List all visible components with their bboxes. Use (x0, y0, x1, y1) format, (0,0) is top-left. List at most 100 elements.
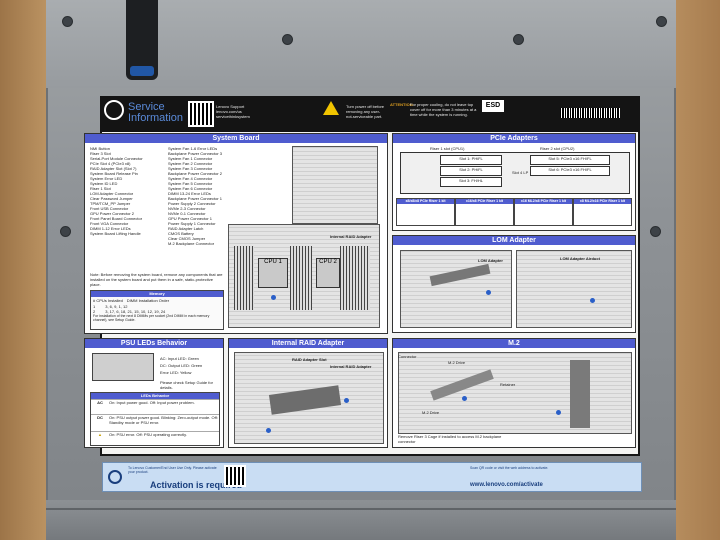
legend-item: Front Panel Board Connector (90, 216, 143, 221)
memory-footnote: For installation of the next 8 DIMMs per… (93, 314, 210, 322)
dimm-slots (234, 246, 254, 310)
pcie-config-col: x8 ML2/x16 PCIe Riser 1 kit (573, 198, 632, 226)
m2-backplane (570, 360, 590, 428)
legend-item: Backplane Power Connector 1 (168, 196, 223, 201)
screw-icon (60, 226, 71, 237)
legend-item: Riser 1 Slot (90, 186, 111, 191)
pcie-slot4: Slot 4 LP (512, 170, 529, 175)
legend-item: Power Supply 1 Connector (168, 221, 216, 226)
legend-item: Power Supply 2 Connector (168, 201, 216, 206)
legend-item: DIMM 1-12 Error LEDs (90, 226, 131, 231)
qr-code-icon (188, 101, 214, 127)
pcie-slot: Slot 3: FH/HL (440, 177, 502, 187)
legend-item: CMOS Battery (168, 231, 194, 236)
warning-text: Turn power off before removing any user-… (346, 104, 385, 119)
screw-icon (62, 16, 73, 27)
psu-led-row: DC On: PSU output power good. Blinking: … (91, 414, 219, 431)
legend-item: Front USB Connector (90, 206, 129, 211)
riser1-label: Riser 1 slot (CPU1) (430, 146, 465, 151)
legend-item: Front VGA Connector (90, 221, 129, 226)
pcie-col-header: x8/x8/x8 PCIe Riser 1 kit (397, 199, 454, 204)
legend-item: NVMe 0-1 Connector (168, 211, 206, 216)
legend-item: LOM Adapter Connector (90, 191, 134, 196)
psu-led-cell: On: PSU output power good. Blinking: Zer… (109, 415, 218, 425)
memory-row: 1 3, 6, 9, 1, 12 (91, 304, 223, 309)
legend-item: System Fan 3 Connector (168, 166, 213, 171)
legend-item: System Fan 6 Connector (168, 186, 213, 191)
m2-drive-label: M.2 Drive (448, 360, 466, 365)
legend-left: NMI Button Riser 3 Slot Serial-Port Modu… (90, 146, 172, 236)
system-board-title: System Board (85, 134, 387, 143)
legend-item: Serial-Port Module Connector (90, 156, 143, 161)
lifting-handle-marker (271, 295, 276, 300)
legend-item: RAID Adapter Slot (Slot 7) (90, 166, 137, 171)
legend-item: RAID Adapter Latch (168, 226, 204, 231)
dimm-slots (290, 246, 312, 310)
legend-item: M.2 Backplane Connector (168, 241, 215, 246)
psu-led-cell: On: PSU error. Off: PSU operating correc… (109, 432, 187, 437)
memory-cell: 2 (93, 309, 96, 314)
activation-url[interactable]: www.lenovo.com/activate (470, 482, 543, 488)
screw-icon (650, 226, 661, 237)
legend-item: GPU Power Connector 1 (168, 216, 213, 221)
legend-item: PCIe Slot 4 (PCIe3 x8) (90, 161, 131, 166)
psu-led-table-title: LEDs Behavior (91, 393, 219, 399)
memory-cell: 1 (93, 304, 96, 309)
pcie-col-header: x8 ML2/x16 PCIe Riser 1 kit (574, 199, 631, 204)
arrow-icon (486, 290, 491, 295)
warning-icon: ▲ (98, 432, 102, 437)
latch-blue-tab[interactable] (130, 66, 154, 76)
psu-led-cell: On: Input power good. Off: Input power p… (109, 400, 195, 405)
system-board-detail (292, 146, 378, 224)
dimm-slots (340, 246, 370, 310)
pcie-slot: Slot 5: PCIe3 x16 FH/FL (530, 155, 610, 165)
activation-small-right: Scan QR code or visit the web address to… (470, 466, 549, 470)
esd-badge: ESD (482, 100, 504, 112)
qr-code-icon (224, 465, 246, 487)
legend-item: System Fan 5 Connector (168, 181, 213, 186)
attention-label: ATTENTION: (390, 102, 414, 107)
m2-title: M.2 (393, 339, 635, 348)
activation-sticker (102, 462, 642, 492)
screw-icon (513, 34, 524, 45)
legend-item: System Board Release Pin (90, 171, 138, 176)
psu-led-row: AC On: Input power good. Off: Input powe… (91, 399, 219, 414)
pcie-slot: Slot 1: PHiFL (440, 155, 502, 165)
lom-title: LOM Adapter (393, 236, 635, 245)
legend-item: System Fan 4 Connector (168, 176, 213, 181)
wrench-icon (104, 100, 124, 120)
psu-led-cell: AC (97, 400, 103, 405)
memory-cell: 3, 17, 6, 18, 21, 15, 10, 12, 19, 24 (105, 309, 166, 314)
legend-item: System Board Lifting Handle (90, 231, 141, 236)
lom-diagram-right (516, 250, 632, 328)
memory-table: Memory # CPUs Installed DIMM Installatio… (90, 290, 224, 330)
pcie-config-col: x16 ML2/x8 PCIe Riser 1 kit (514, 198, 573, 226)
pcie-config-col: x16/x8 PCIe Riser 1 kit (455, 198, 514, 226)
psu-led-row: ▲ On: PSU error. Off: PSU operating corr… (91, 431, 219, 444)
legend-item: Backplane Power Connector 3 (168, 151, 223, 156)
lenovo-globe-icon (108, 470, 122, 484)
chassis-seam (46, 508, 676, 510)
legend-item: Clear CMOS Jumper (168, 236, 206, 241)
raid-callout: Internal RAID Adapter (330, 234, 372, 239)
psu-led-table: LEDs Behavior AC On: Input power good. O… (90, 392, 220, 446)
service-title: Service Information (128, 101, 184, 124)
memory-col: # CPUs Installed (93, 298, 123, 303)
lom-callout: LOM Adapter (478, 258, 503, 263)
system-board-note: Note: Before removing the system board, … (90, 272, 223, 287)
memory-cell: 3, 6, 9, 1, 12 (105, 304, 128, 309)
psu-dc-text: DC: Output LED: Green (160, 363, 203, 368)
pcie-config-table: x8/x8/x8 PCIe Riser 1 kit x16/x8 PCIe Ri… (396, 198, 632, 226)
chassis-bottom-strip (46, 500, 676, 540)
pcie-slot: Slot 2: PHiFL (440, 166, 502, 176)
arrow-icon (556, 410, 561, 415)
pcie-col-header: x16/x8 PCIe Riser 1 kit (456, 199, 513, 204)
legend-item: NMI Button (90, 146, 111, 151)
qr-caption: Lenovo Support lenovo.com/us servicethin… (216, 104, 250, 119)
cpu2-socket: CPU 2 (316, 258, 340, 288)
memory-row: 2 3, 17, 6, 18, 21, 15, 10, 12, 19, 24 (91, 309, 223, 314)
psu-title: PSU LEDs Behavior (85, 339, 223, 348)
psu-setup-guide: Please check Setup Guide for details. (160, 380, 213, 390)
legend-item: Backplane Power Connector 2 (168, 171, 223, 176)
pcie-title: PCIe Adapters (393, 134, 635, 143)
